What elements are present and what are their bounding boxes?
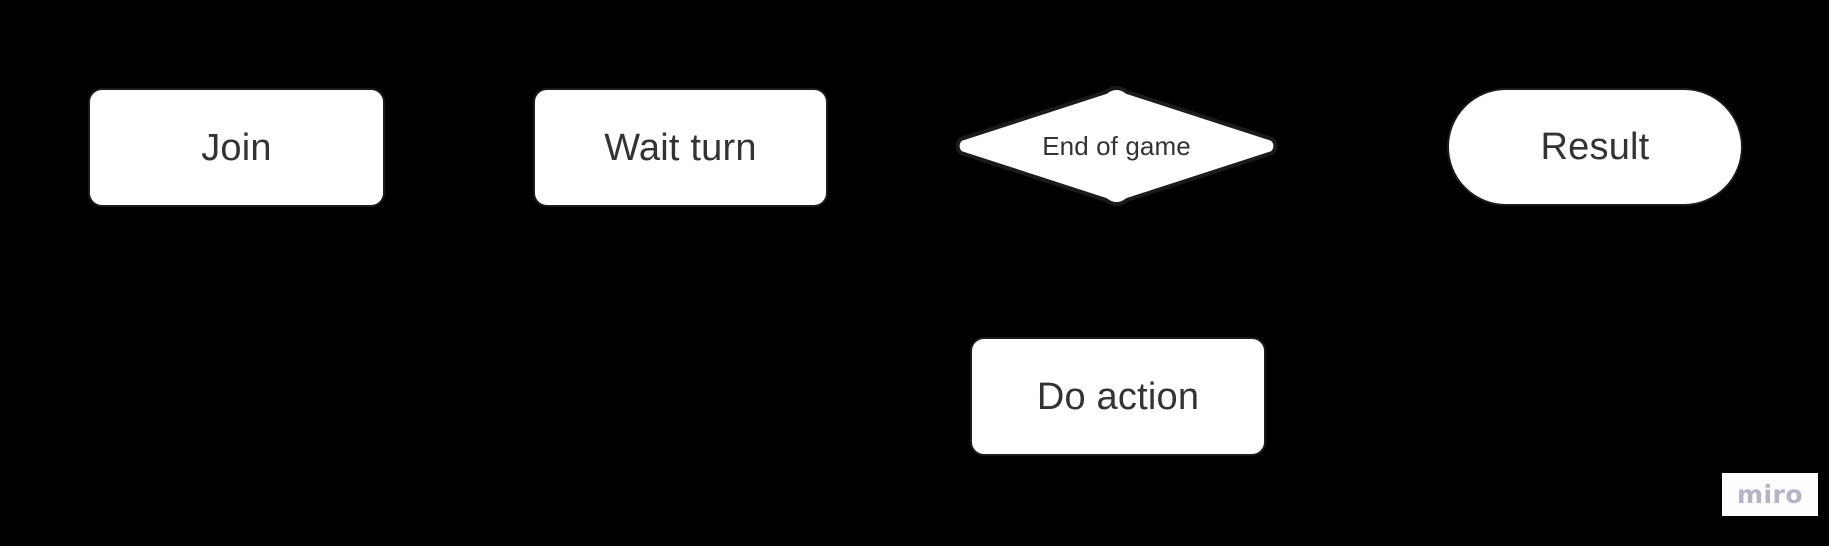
miro-watermark-label: miro: [1736, 480, 1804, 509]
diamond-shape-icon: [955, 86, 1278, 206]
flowchart-node-label: Do action: [1036, 375, 1200, 418]
flowchart-node-label: Join: [201, 126, 272, 169]
flowchart-node-end-of-game[interactable]: End of game: [953, 84, 1280, 208]
flowchart-node-label: End of game: [1042, 131, 1191, 161]
flowchart-node-label: Wait turn: [604, 126, 757, 169]
miro-watermark: miro: [1722, 473, 1818, 516]
flowchart-node-join[interactable]: Join: [88, 88, 385, 207]
flowchart-node-result[interactable]: Result: [1447, 88, 1743, 206]
flowchart-node-wait-turn[interactable]: Wait turn: [533, 88, 828, 207]
flowchart-node-label: Result: [1540, 126, 1650, 168]
flowchart-node-do-action[interactable]: Do action: [970, 337, 1266, 456]
